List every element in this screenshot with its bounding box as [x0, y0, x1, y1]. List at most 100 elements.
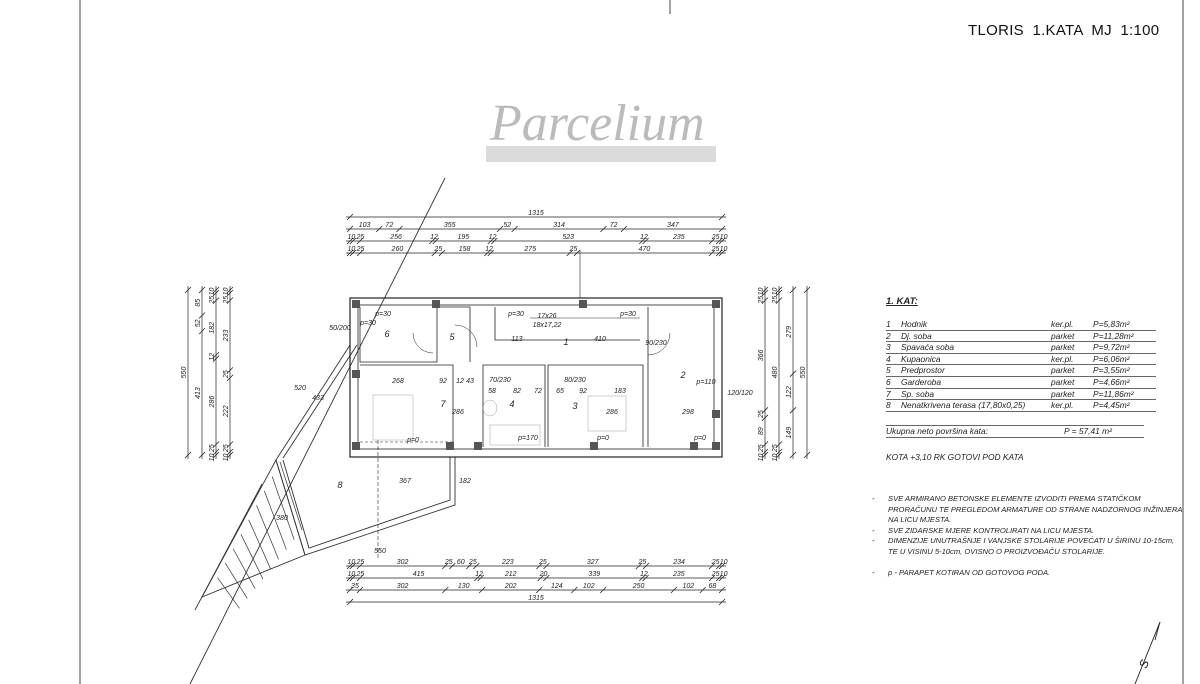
sheet-frame: [79, 0, 1184, 684]
dimension-label: 523: [562, 234, 574, 241]
dimension-tick: [442, 586, 449, 594]
dimension-label: 347: [667, 222, 680, 229]
plan-annotation: 18x17,22: [533, 322, 562, 329]
note-item: -SVE ZIDARSKE MJERE KONTROLIRATI NA LICU…: [872, 526, 1186, 537]
column: [712, 410, 720, 418]
dimension-tick: [718, 562, 726, 570]
dimension-tick: [356, 237, 364, 245]
dimension-tick: [198, 327, 206, 335]
dimension-tick: [346, 213, 354, 221]
total-label: Ukupna neto površina kata:: [886, 425, 988, 436]
dimension-tick: [761, 451, 769, 459]
dimension-label: 470: [639, 246, 651, 253]
dimension-label: 149: [786, 427, 793, 439]
hatch-line: [264, 490, 287, 550]
dimension-tick: [718, 586, 726, 594]
plan-annotation: p=30: [374, 311, 391, 318]
hatch-line: [256, 505, 279, 560]
dimension-label: 314: [553, 222, 565, 229]
dimension-label: 10: [772, 288, 779, 296]
dimension-label: 158: [459, 246, 471, 253]
dimension-tick: [226, 441, 234, 448]
dimension-tick: [226, 367, 234, 374]
dimension-tick: [718, 598, 726, 606]
column: [590, 442, 598, 450]
dimension-label: 222: [223, 405, 230, 418]
dimension-label: 25: [355, 571, 364, 578]
dimension-label: 10: [348, 246, 356, 253]
plan-annotation: 367: [399, 478, 412, 485]
dimension-label: 25: [711, 559, 720, 566]
plan-annotation: 80/230: [564, 377, 586, 384]
dimension-label: 413: [195, 387, 202, 399]
plan-annotation: 286: [451, 409, 464, 416]
dimension-label: 25: [568, 246, 577, 253]
dimension-label: 25: [444, 559, 453, 566]
dimension-label: 12: [475, 571, 483, 578]
dimension-label: 1315: [528, 210, 544, 217]
dimension-label: 10: [209, 454, 216, 462]
dimension-label: 10: [772, 454, 779, 462]
dimension-tick: [715, 237, 723, 245]
dimension-tick: [346, 574, 354, 582]
dimension-tick: [718, 237, 726, 245]
dimension-tick: [715, 562, 723, 570]
drawing-title: TLORIS 1.KATA MJ 1:100: [968, 22, 1160, 39]
dimension-tick: [761, 414, 769, 422]
dimension-tick: [432, 237, 439, 245]
dimension-tick: [346, 562, 354, 570]
plan-annotation: 520: [294, 385, 306, 392]
floor-finish: ker.pl.: [1051, 353, 1074, 364]
dimension-tick: [536, 562, 543, 570]
note-text: SVE ARMIRANO BETONSKE ELEMENTE IZVODITI …: [888, 494, 1183, 525]
column: [352, 442, 360, 450]
plan-annotation: p=170: [517, 435, 538, 442]
dimension-tick: [346, 249, 354, 257]
floor-finish: ker.pl.: [1051, 400, 1074, 411]
dimension-label: 10: [720, 234, 728, 241]
dimension-label: 102: [682, 583, 694, 590]
room-area: P=11,28m²: [1093, 330, 1134, 341]
column: [432, 300, 440, 308]
dimension-tick: [573, 249, 581, 257]
room-number: 6: [886, 376, 891, 387]
dimension-label: 10: [758, 454, 765, 462]
dimension-label: 279: [786, 326, 793, 339]
dimension-tick: [708, 574, 716, 582]
room-area: P=11,86m²: [1093, 388, 1134, 399]
dimension-tick: [356, 562, 364, 570]
dimension-tick: [212, 289, 220, 297]
dimension-tick: [473, 562, 480, 570]
room-number: 7: [886, 388, 891, 399]
dimension-tick: [212, 351, 220, 359]
dimension-tick: [184, 451, 192, 459]
dimension-label: 35: [351, 583, 359, 590]
floor-finish: parket: [1051, 342, 1075, 353]
plan-annotation: 380: [276, 515, 288, 522]
plan-annotation: 433: [312, 395, 324, 402]
room-number: 8: [886, 400, 891, 411]
note-text: SVE ZIDARSKE MJERE KONTROLIRATI NA LICU …: [888, 525, 1095, 535]
dimension-tick: [718, 249, 726, 257]
dimension-label: 10: [720, 571, 728, 578]
total-area-row: Ukupna neto površina kata: P = 57,41 m²: [886, 424, 1144, 438]
dimension-label: 25: [711, 246, 720, 253]
dimension-label: 327: [587, 559, 600, 566]
dimension-tick: [642, 562, 650, 570]
dimension-tick: [212, 448, 220, 456]
room-name: Predprostor: [901, 365, 945, 376]
plan-annotation: 120/120: [727, 390, 752, 397]
dimension-tick: [375, 225, 383, 233]
dimension-label: 72: [610, 222, 618, 229]
dimension-tick: [226, 289, 234, 297]
dimension-tick: [212, 441, 220, 448]
dimension-label: 480: [772, 367, 779, 379]
dimension-tick: [642, 574, 649, 582]
room-area: P=5,83m²: [1093, 319, 1130, 329]
dimension-tick: [718, 574, 726, 582]
